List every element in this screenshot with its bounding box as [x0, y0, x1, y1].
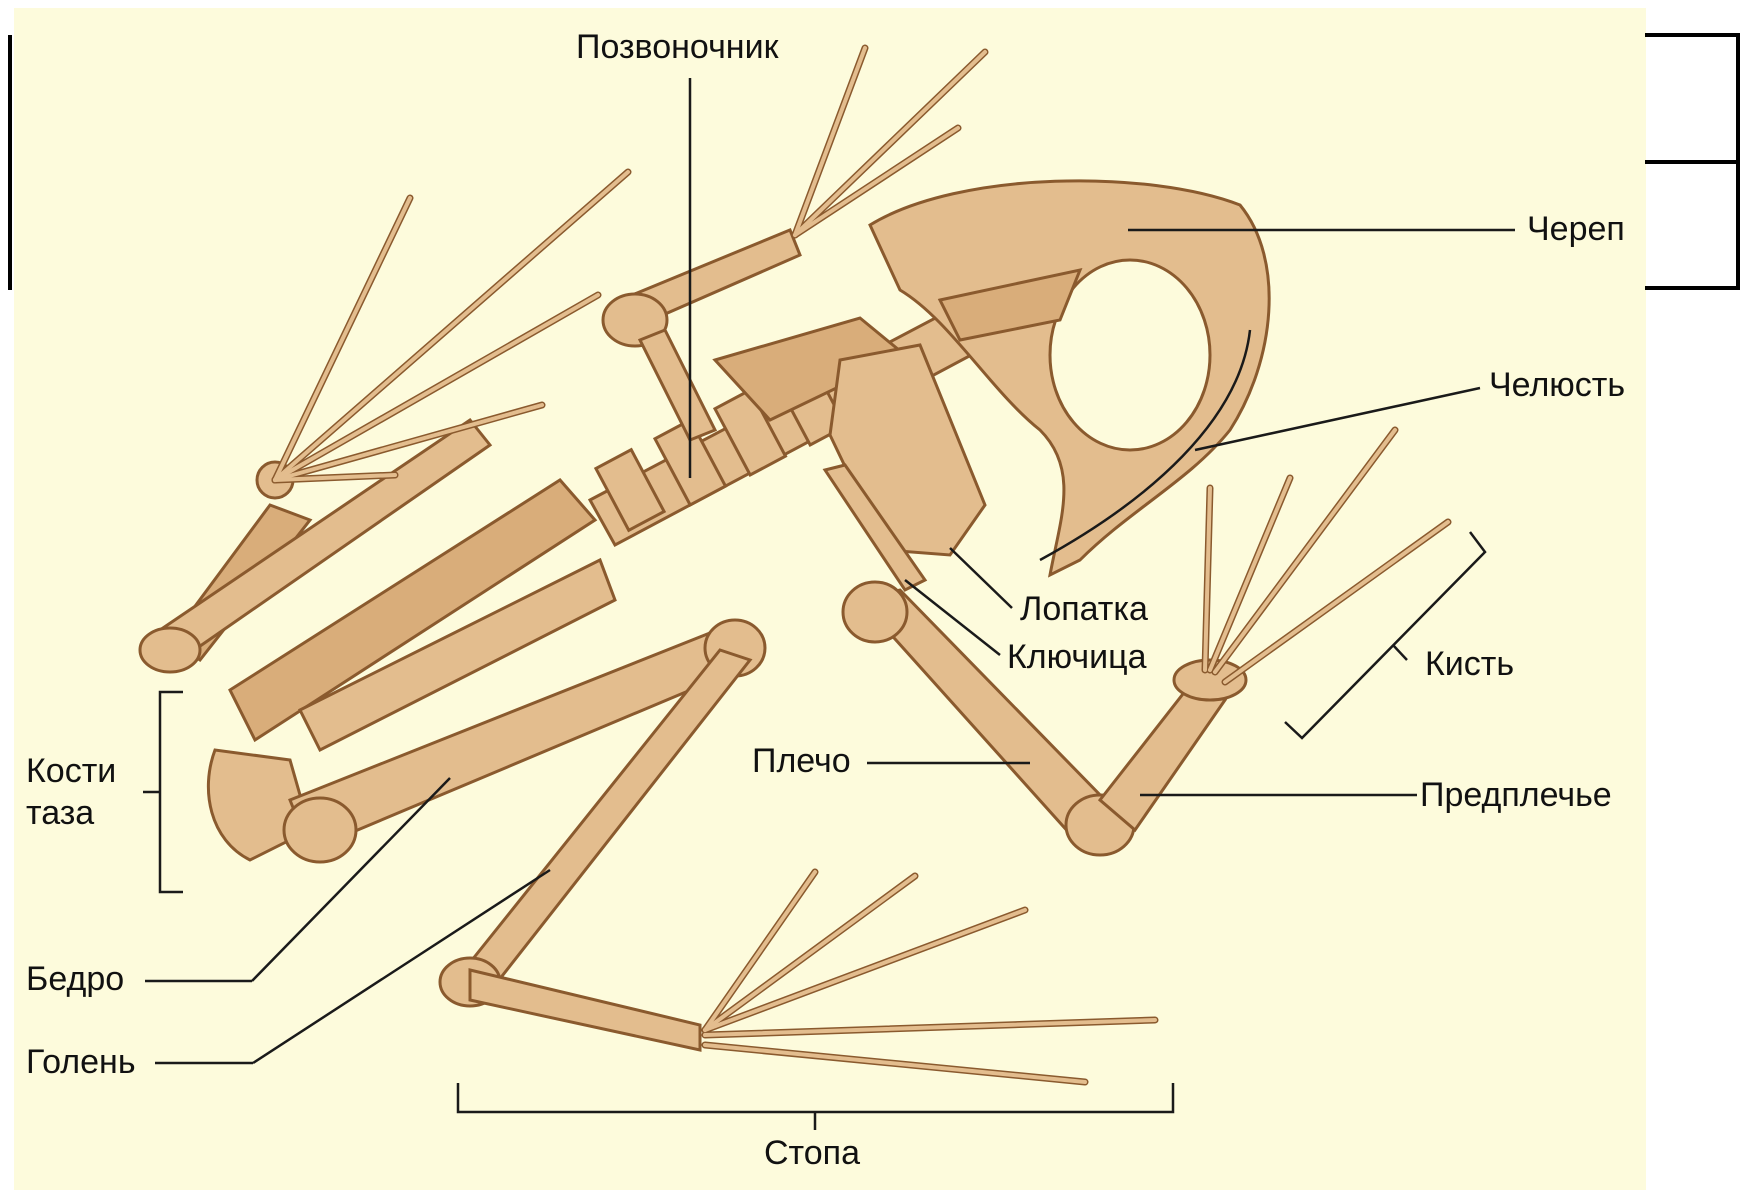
label-pelvis-line1: Кости — [26, 752, 116, 791]
shoulder-bone — [843, 582, 907, 642]
label-skull: Череп — [1527, 210, 1625, 249]
label-pelvis-line2: таза — [26, 794, 94, 833]
label-jaw: Челюсть — [1489, 366, 1625, 405]
label-femur: Бедро — [26, 960, 124, 999]
label-spine: Позвоночник — [576, 28, 778, 67]
ankle-back-bone — [140, 628, 200, 672]
label-foot: Стопа — [764, 1134, 860, 1173]
label-forearm: Предплечье — [1420, 776, 1612, 815]
label-clavicle: Ключица — [1007, 638, 1147, 677]
label-scapula: Лопатка — [1020, 590, 1148, 629]
hip-joint-bone — [284, 798, 356, 862]
label-hand: Кисть — [1425, 645, 1514, 684]
label-shoulder: Плечо — [752, 742, 851, 781]
label-shin: Голень — [26, 1043, 136, 1082]
